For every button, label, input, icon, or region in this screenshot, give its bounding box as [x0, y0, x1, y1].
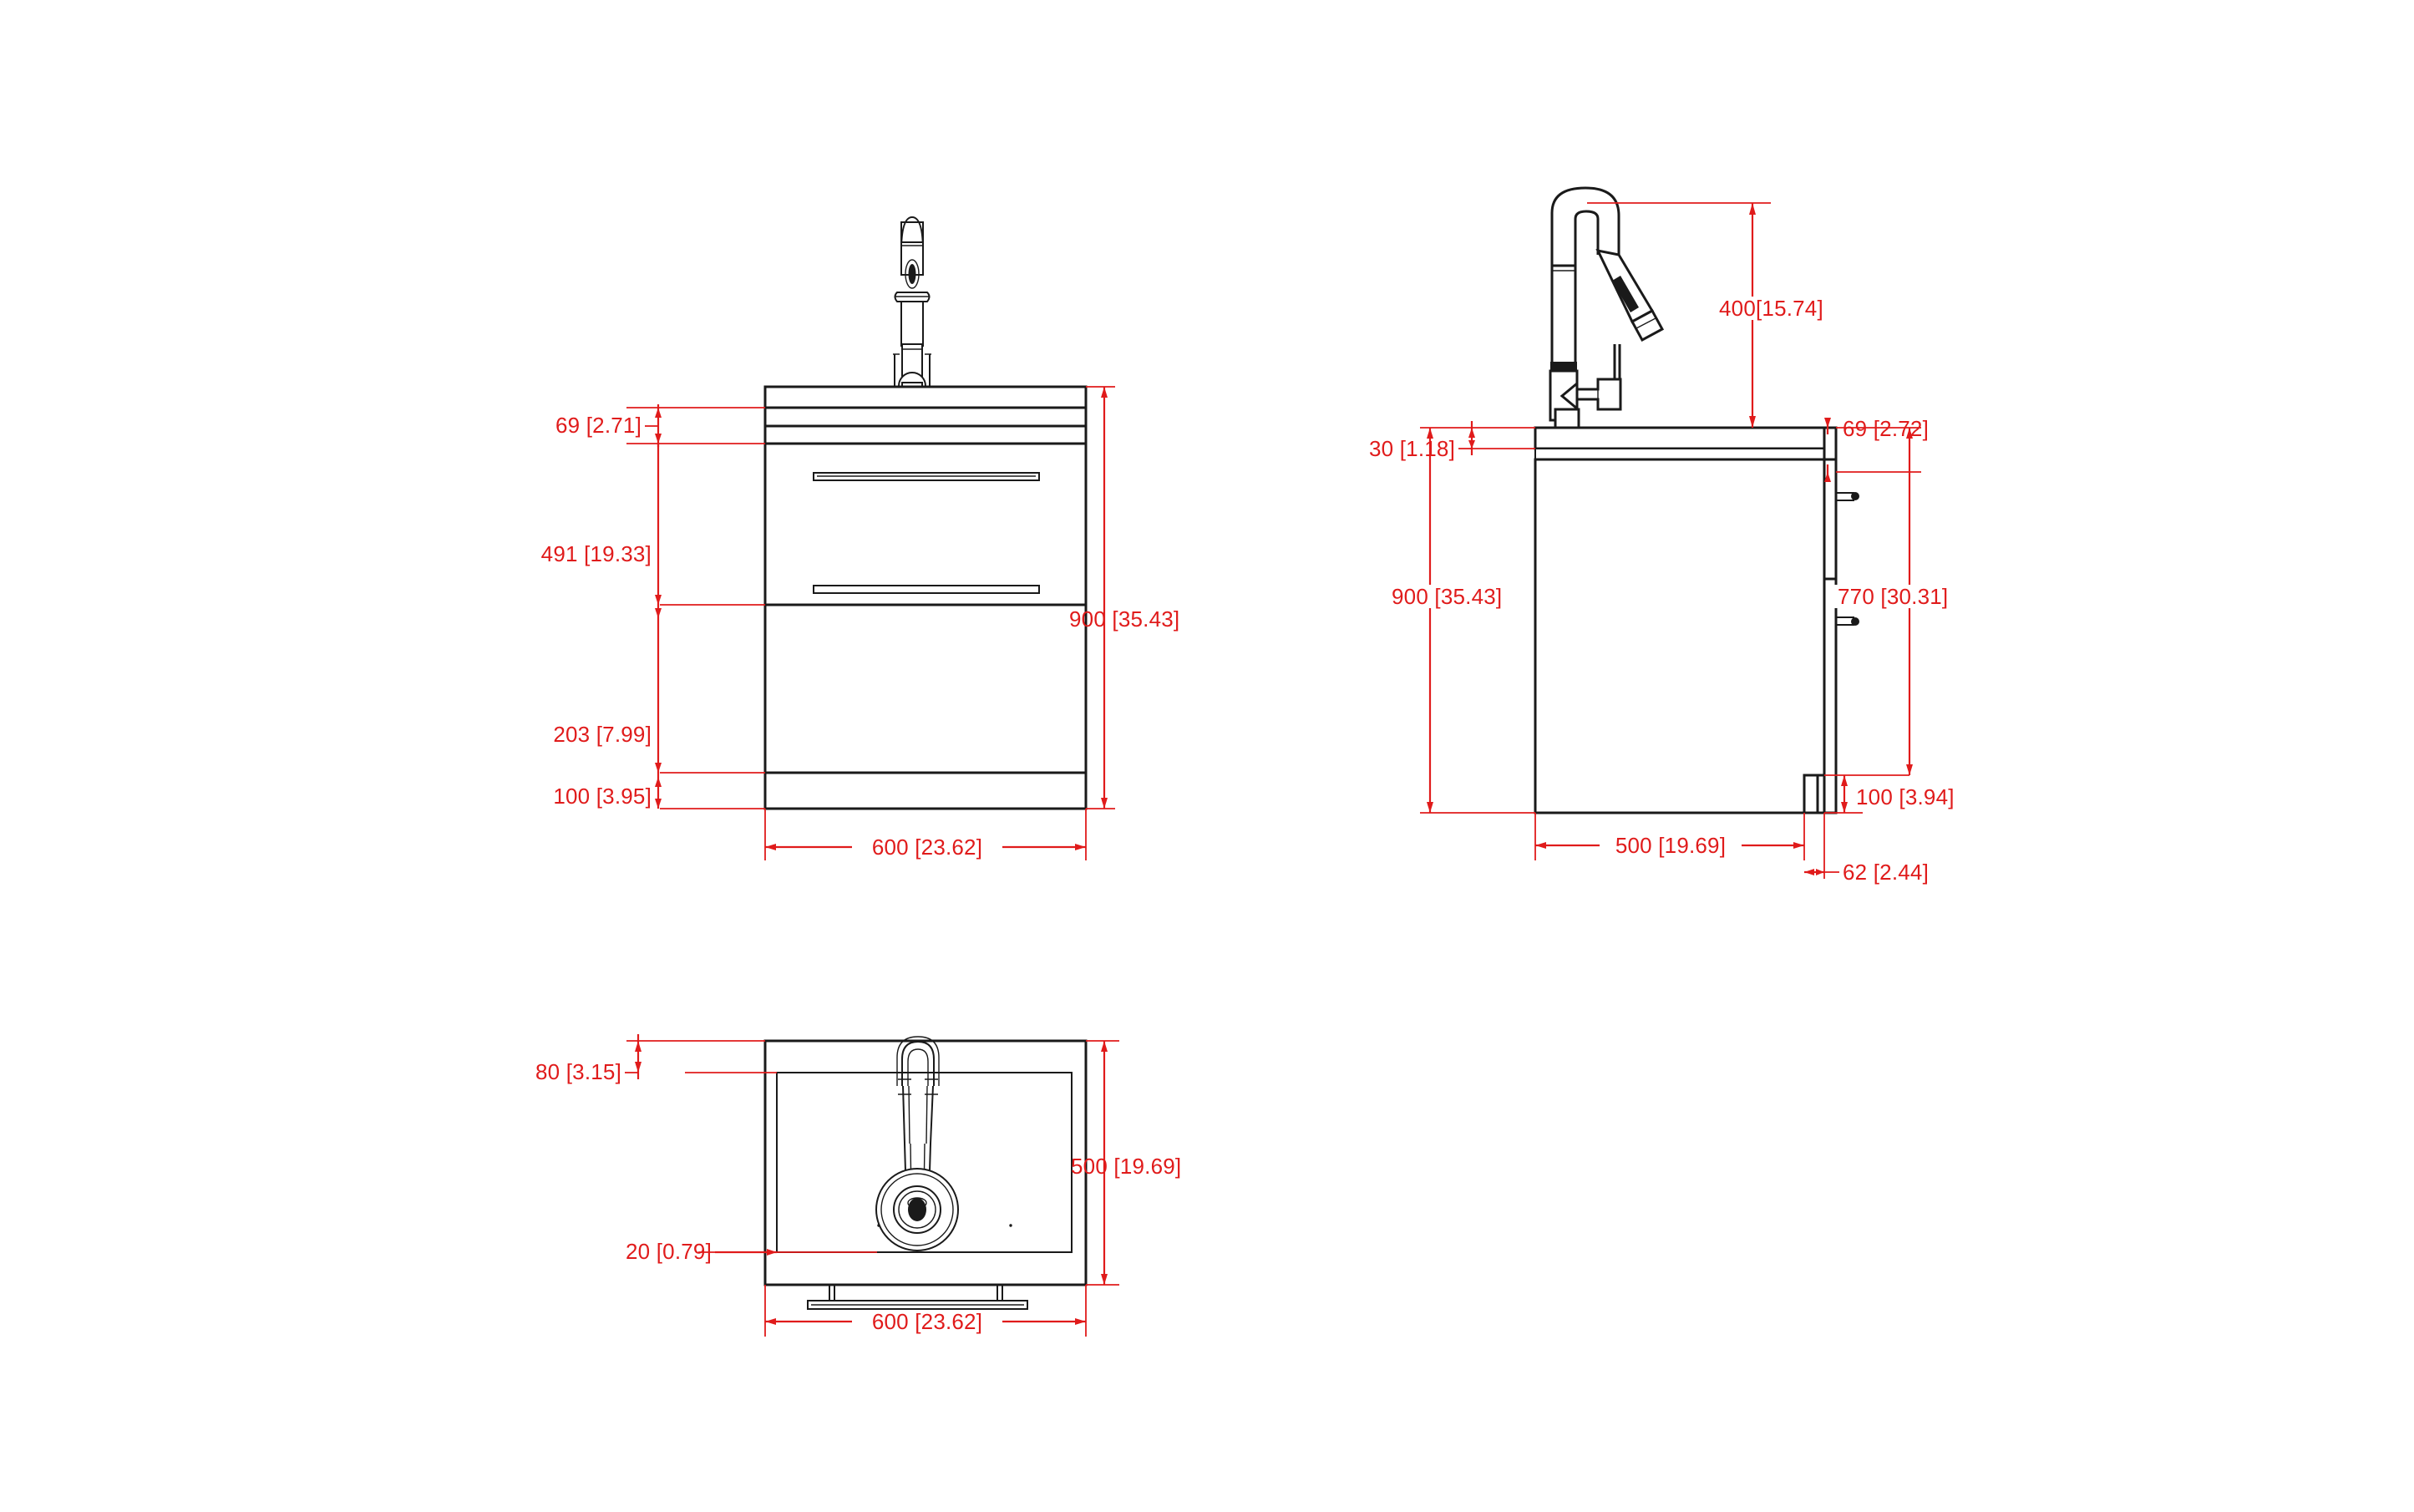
front-upper-drawer	[763, 442, 1088, 606]
dim-label-side-toe-setback: 62 [2.44]	[1843, 860, 1929, 885]
side-cabinet-body	[1534, 458, 1838, 814]
side-elevation-view: 400[15.74] 30 [1.18] 900 [35.43]	[1369, 186, 1968, 885]
drawer-handle-profile-upper	[1836, 492, 1859, 501]
dim-label-side-counter-thickness: 30 [1.18]	[1369, 436, 1455, 461]
drawer-handle-profile-lower	[1836, 616, 1859, 626]
dim-side-69: 69 [2.72]	[1824, 416, 1929, 482]
side-dimensions: 400[15.74] 30 [1.18] 900 [35.43]	[1369, 202, 1968, 885]
top-dimensions: 80 [3.15] 20 [0.79] 500 [19.69]	[535, 1034, 1181, 1337]
side-toe-kick-recess	[1803, 774, 1824, 814]
dim-label-top-width: 600 [23.62]	[872, 1309, 982, 1334]
front-toe-kick	[763, 771, 1088, 810]
side-counter-under-band	[1534, 448, 1837, 460]
dim-side-400: 400[15.74]	[1587, 202, 1843, 428]
dim-side-900: 900 [35.43]	[1388, 428, 1535, 814]
dim-top-600: 600 [23.62]	[764, 1285, 1087, 1337]
dim-front-203: 203 [7.99]	[553, 605, 662, 773]
dim-label-front-top-band: 69 [2.71]	[555, 413, 642, 438]
top-mark-left	[877, 1224, 880, 1227]
drawer-handle-upper	[813, 472, 1040, 481]
faucet-riser	[1550, 264, 1577, 366]
dim-side-30: 30 [1.18]	[1369, 421, 1535, 461]
dim-front-491: 491 [19.33]	[541, 444, 662, 605]
dim-label-top-depth: 500 [19.69]	[1071, 1154, 1181, 1179]
dim-front-900: 900 [35.43]	[1069, 386, 1179, 809]
drawer-handle-lower-bar	[813, 585, 1040, 594]
dim-label-side-faucet-height: 400[15.74]	[1719, 296, 1823, 321]
dim-side-500: 500 [19.69]	[1534, 813, 1805, 860]
dim-label-front-overall-width: 600 [23.62]	[872, 835, 982, 860]
dim-label-top-back-offset: 80 [3.15]	[535, 1059, 621, 1084]
dim-side-62: 62 [2.44]	[1804, 813, 1929, 885]
front-dimensions: 69 [2.71] 491 [19.33] 203 [7.99] 100 [	[541, 386, 1179, 860]
dim-label-side-top-band: 69 [2.72]	[1843, 416, 1929, 441]
top-mark-right	[1009, 1224, 1012, 1227]
dim-label-top-front-offset: 20 [0.79]	[626, 1239, 712, 1264]
sprayer-head	[1595, 248, 1665, 342]
dim-label-front-lower-drawer: 203 [7.99]	[553, 722, 652, 747]
faucet-front	[893, 216, 931, 414]
dim-label-side-overall-height: 900 [35.43]	[1392, 584, 1502, 609]
faucet-plan	[875, 1036, 959, 1251]
dim-label-side-body-height: 770 [30.31]	[1838, 584, 1948, 609]
dim-label-front-overall-height: 900 [35.43]	[1069, 606, 1179, 632]
dim-top-80: 80 [3.15]	[535, 1034, 777, 1084]
dim-top-20: 20 [0.79]	[626, 1239, 877, 1264]
front-top-band-2	[763, 424, 1088, 445]
dim-front-600: 600 [23.62]	[764, 809, 1087, 860]
side-countertop	[1534, 426, 1838, 450]
top-plan-view: 80 [3.15] 20 [0.79] 500 [19.69]	[535, 1034, 1181, 1337]
dim-top-500: 500 [19.69]	[1071, 1040, 1181, 1286]
top-drawer-handle-bar	[807, 1285, 1028, 1310]
front-top-band-1	[763, 406, 1088, 428]
dim-label-side-depth: 500 [19.69]	[1615, 833, 1726, 858]
faucet-lever-handle	[1559, 344, 1622, 412]
dim-label-front-upper-drawer: 491 [19.33]	[541, 541, 652, 566]
front-countertop	[763, 385, 1088, 409]
dim-side-100: 100 [3.94]	[1824, 774, 1955, 814]
front-lower-drawer	[763, 603, 1088, 774]
dim-front-100: 100 [3.95]	[553, 773, 662, 809]
dim-label-front-toe-kick: 100 [3.95]	[553, 784, 652, 809]
front-elevation-view: 69 [2.71] 491 [19.33] 203 [7.99] 100 [	[541, 216, 1179, 860]
dim-side-770: 770 [30.31]	[1834, 428, 1968, 775]
dim-label-side-toe-height: 100 [3.94]	[1856, 784, 1955, 809]
dim-front-69: 69 [2.71]	[555, 404, 662, 447]
faucet-gooseneck	[1549, 186, 1665, 429]
